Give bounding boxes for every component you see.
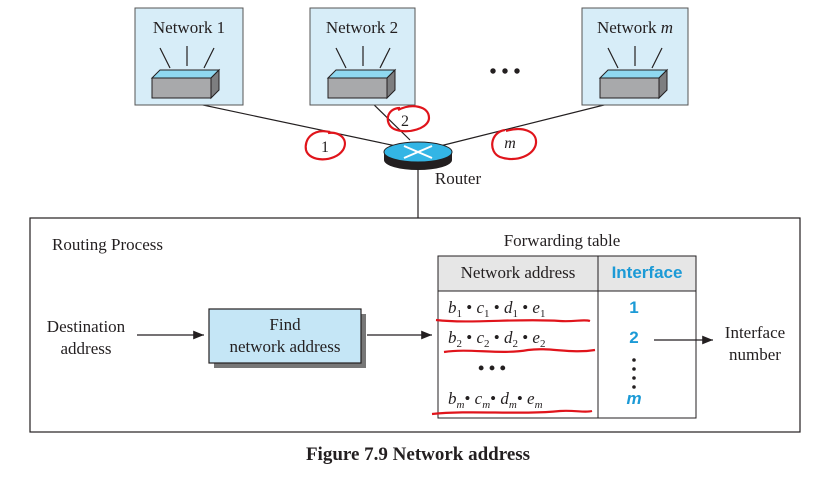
annotation-underline-row-2: [443, 348, 596, 354]
link-label-2: 2: [401, 113, 409, 130]
table-row-m-interface: m: [626, 389, 641, 408]
link-label-m: m: [504, 135, 516, 152]
network-2-device-icon: [326, 46, 397, 100]
network-1-box: Network 1: [134, 7, 244, 106]
table-row-ellipsis: • • •: [478, 358, 506, 378]
link-network-1: [169, 97, 397, 147]
network-2-label: Network 2: [326, 18, 398, 37]
annotation-underline-row-m: [431, 409, 593, 416]
annotation-circle-1: [304, 130, 346, 161]
network-1-label: Network 1: [153, 18, 225, 37]
routing-process-title: Routing Process: [52, 235, 163, 254]
annotation-underline-row-1: [435, 318, 591, 323]
destination-label-line2: address: [61, 339, 112, 358]
find-network-address-box: Find network address: [208, 308, 366, 368]
network-m-box: Network m: [581, 7, 689, 106]
interface-vertical-ellipsis: [632, 358, 636, 389]
annotation-circle-m: [491, 127, 538, 161]
forwarding-table: Network address Interface b1 • c1 • d1 •…: [437, 255, 697, 419]
table-row-1-interface: 1: [629, 298, 638, 317]
header-network-address: Network address: [461, 263, 576, 282]
network-1-device-icon: [150, 46, 221, 100]
output-label-line2: number: [729, 345, 781, 364]
network-2-box: Network 2: [309, 7, 416, 106]
header-interface: Interface: [612, 263, 683, 282]
router-label: Router: [435, 169, 482, 188]
network-m-label: Network m: [597, 18, 673, 37]
forwarding-table-title: Forwarding table: [504, 231, 621, 250]
link-network-m: [439, 97, 633, 147]
networks-ellipsis: • • •: [489, 61, 520, 83]
table-row-1-address: b1 • c1 • d1 • e1: [448, 298, 545, 320]
find-box-line2: network address: [230, 337, 341, 356]
figure-caption: Figure 7.9 Network address: [306, 444, 530, 465]
router-icon: [383, 141, 453, 170]
table-row-m-address: bm• cm• dm• em: [448, 389, 543, 411]
table-row-2-address: b2 • c2 • d2 • e2: [448, 328, 545, 350]
link-label-1: 1: [321, 139, 329, 156]
network-m-device-icon: [598, 46, 669, 100]
find-box-line1: Find: [269, 315, 301, 334]
destination-label-line1: Destination: [47, 317, 126, 336]
output-label-line1: Interface: [725, 323, 785, 342]
table-row-2-interface: 2: [629, 328, 638, 347]
annotation-circle-2: [386, 105, 431, 133]
